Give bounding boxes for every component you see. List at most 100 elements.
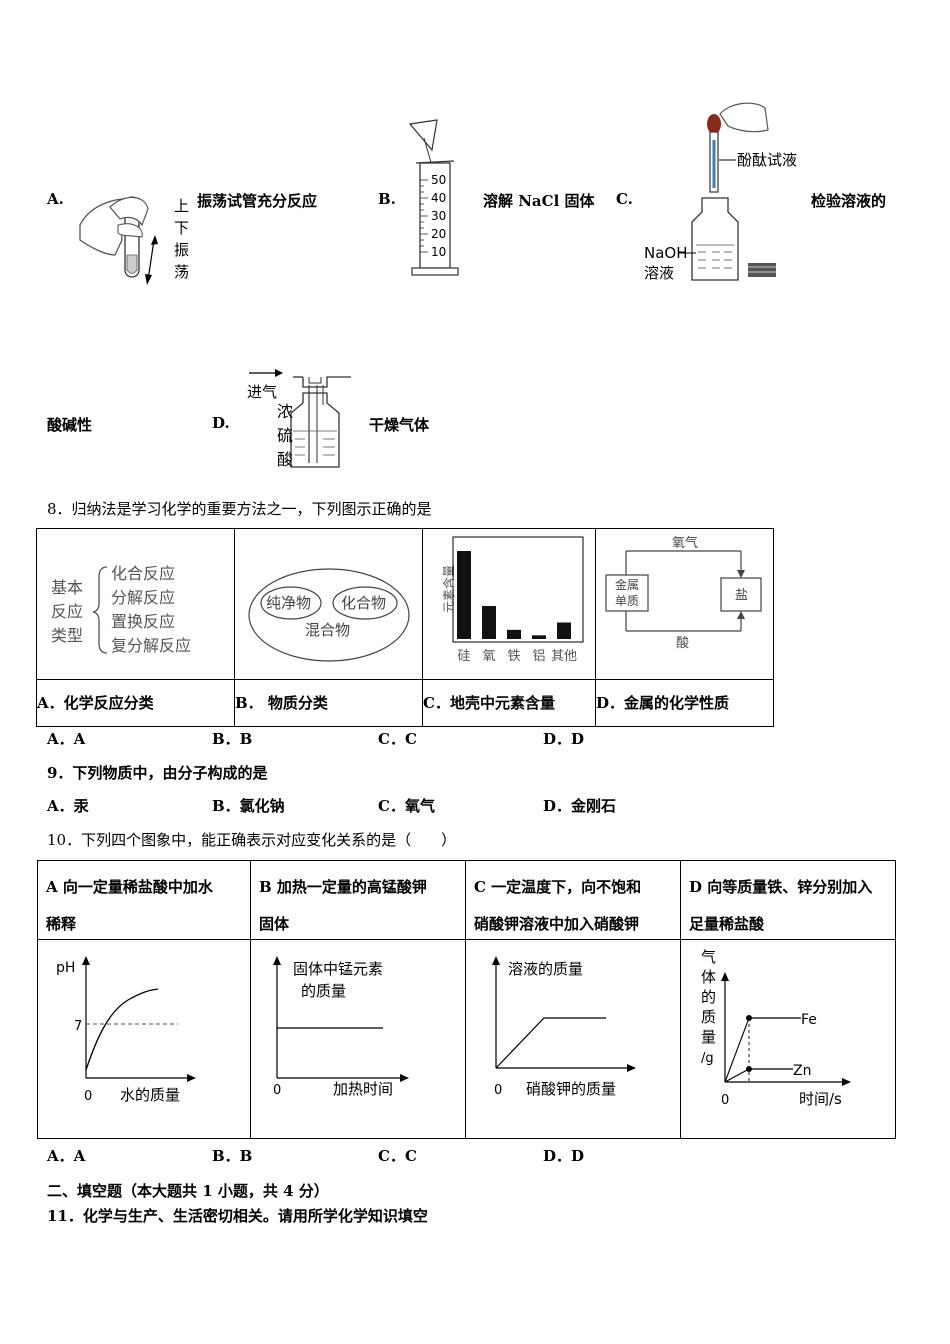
- shake-text-3: 振: [174, 241, 189, 259]
- q8-cell-b-figure: 纯净物 化合物 混合物: [234, 528, 423, 680]
- graph-c-xlabel: 硝酸钾的质量: [526, 1080, 616, 1098]
- q10-b-head2: 固体: [259, 915, 290, 933]
- graph-d-ylabel-6: /g: [701, 1051, 714, 1066]
- q8-cell-c-figure: 元素含量 硅氧铁铝其他: [422, 528, 596, 680]
- acid-label-1: 浓: [277, 402, 293, 421]
- q10-question: 10．下列四个图象中，能正确表示对应变化关系的是（ ）: [47, 831, 457, 849]
- reaction-decomposition: 分解反应: [111, 588, 175, 607]
- graph-d-ylabel-2: 体: [701, 968, 716, 986]
- graph-a-ylabel: pH: [56, 960, 75, 976]
- salt-label: 盐: [735, 588, 748, 603]
- q10-a-head1: A 向一定量稀盐酸中加水: [46, 878, 213, 896]
- solution-label: 溶液: [644, 264, 674, 282]
- q10-graph-a-cell: pH 7 0 水的质量: [37, 939, 251, 1139]
- graph-c-solution-mass: 溶液的质量 0 硝酸钾的质量: [492, 956, 636, 1098]
- q9-question: 9．下列物质中，由分子构成的是: [47, 764, 268, 782]
- q10-option-a: A．A: [47, 1147, 86, 1165]
- graph-a-ph: pH 7 0 水的质量: [56, 956, 196, 1104]
- q10-c-head2: 硝酸钾溶液中加入硝酸钾: [474, 915, 640, 933]
- metal-label-2: 单质: [615, 594, 639, 608]
- graph-c-ylabel: 溶液的质量: [508, 960, 583, 978]
- graduated-cylinder-figure: 50 40 30 20 10: [408, 119, 459, 276]
- q10-header-a: A 向一定量稀盐酸中加水稀释: [37, 860, 251, 940]
- bar-label-2: 铁: [507, 649, 520, 664]
- brace-left-2: 反应: [51, 602, 83, 621]
- q10-b-head1: B 加热一定量的高锰酸钾: [259, 878, 427, 896]
- mixture-label: 混合物: [305, 621, 350, 639]
- bar-label-0: 硅: [457, 649, 470, 664]
- q8-caption-a: A．化学反应分类: [36, 679, 235, 727]
- q10-header-b: B 加热一定量的高锰酸钾固体: [250, 860, 466, 940]
- graph-a-xlabel: 水的质量: [120, 1086, 180, 1104]
- chart-ylabel: 元素含量: [441, 565, 456, 613]
- brace-left-3: 类型: [51, 626, 83, 645]
- graph-d-zn-label: Zn: [793, 1063, 811, 1079]
- graph-c-origin: 0: [494, 1083, 502, 1098]
- crust-element-chart: 元素含量 硅氧铁铝其他: [441, 536, 584, 664]
- indicator-test-figure: 酚酞试液 NaOH 溶液: [644, 102, 797, 282]
- tick-40: 40: [431, 191, 446, 205]
- q9-option-b: B．氯化钠: [212, 797, 285, 815]
- tick-10: 10: [431, 245, 446, 259]
- q7-c-label-cont: 酸碱性: [47, 416, 93, 434]
- shake-text-1: 上: [174, 197, 189, 215]
- q8-cell-a-figure: 基本 反应 类型 化合反应 分解反应 置换反应 复分解反应: [36, 528, 235, 680]
- bar-3: [532, 635, 546, 639]
- oxygen-label: 氧气: [672, 535, 698, 551]
- q9-option-d: D．金刚石: [543, 797, 617, 815]
- bar-label-4: 其他: [551, 649, 577, 664]
- acid-label-3: 酸: [277, 450, 293, 469]
- q7-a-label: 振荡试管充分反应: [197, 192, 318, 210]
- q8-option-a: A．A: [47, 730, 86, 748]
- bar-label-1: 氧: [482, 649, 495, 664]
- q7-b-letter: B.: [378, 190, 396, 208]
- q10-header-c: C 一定温度下，向不饱和硝酸钾溶液中加入硝酸钾: [465, 860, 681, 940]
- q10-a-head2: 稀释: [46, 915, 77, 933]
- phenolphthalein-label: 酚酞试液: [737, 151, 797, 169]
- graph-b-ylabel-1: 固体中锰元素: [293, 960, 383, 978]
- graph-d-ylabel-4: 质: [701, 1008, 716, 1026]
- graph-b-xlabel: 加热时间: [333, 1080, 393, 1098]
- acid-label-2: 硫: [277, 426, 293, 445]
- graph-b-origin: 0: [273, 1083, 281, 1098]
- q10-header-d: D 向等质量铁、锌分别加入足量稀盐酸: [680, 860, 896, 940]
- q10-option-c: C．C: [378, 1147, 417, 1165]
- q10-c-head1: C 一定温度下，向不饱和: [474, 878, 642, 896]
- graph-a-origin: 0: [84, 1089, 92, 1104]
- graph-d-xlabel: 时间/s: [799, 1090, 842, 1108]
- reaction-double-displacement: 复分解反应: [111, 636, 191, 655]
- q10-graph-table: A 向一定量稀盐酸中加水稀释 B 加热一定量的高锰酸钾固体 C 一定温度下，向不…: [37, 860, 896, 1139]
- graph-d-ylabel-3: 的: [701, 988, 716, 1006]
- gas-drying-bottle-figure: 进气 浓 硫 酸: [247, 369, 351, 469]
- section-2-heading: 二、填空题（本大题共 1 小题，共 4 分）: [47, 1182, 329, 1200]
- q7-d-letter: D.: [212, 414, 230, 432]
- q8-cell-d-figure: 氧气 金属 单质 盐 酸: [595, 528, 774, 680]
- graph-b-manganese: 固体中锰元素 的质量 0 加热时间: [273, 956, 409, 1098]
- shake-text-2: 下: [174, 219, 189, 237]
- tick-30: 30: [431, 209, 446, 223]
- q8-caption-d: D．金属的化学性质: [595, 679, 774, 727]
- q11-question: 11．化学与生产、生活密切相关。请用所学化学知识填空: [47, 1207, 428, 1225]
- q8-question: 8．归纳法是学习化学的重要方法之一，下列图示正确的是: [47, 500, 432, 518]
- naoh-label: NaOH: [644, 244, 688, 262]
- bar-0: [457, 551, 471, 639]
- q8-caption-c: C．地壳中元素含量: [422, 679, 596, 727]
- graph-d-ylabel-5: 量: [701, 1028, 716, 1046]
- q7-a-letter: A.: [47, 190, 64, 208]
- acid-label: 酸: [676, 636, 689, 651]
- q10-d-head2: 足量稀盐酸: [689, 915, 765, 933]
- q10-option-d: D．D: [543, 1147, 585, 1165]
- graph-d-fe-label: Fe: [801, 1012, 817, 1028]
- q7-c-label: 检验溶液的: [811, 192, 887, 210]
- bar-1: [482, 606, 496, 639]
- reaction-combination: 化合反应: [111, 564, 175, 583]
- metal-properties-diagram: 氧气 金属 单质 盐 酸: [605, 535, 762, 651]
- q10-graph-d-cell: 气 体 的 质 量 /g Fe Zn 0 时间/s: [680, 939, 896, 1139]
- q10-graph-c-cell: 溶液的质量 0 硝酸钾的质量: [465, 939, 681, 1139]
- shaking-test-tube-figure: 上 下 振 荡: [79, 196, 189, 285]
- tick-20: 20: [431, 227, 446, 241]
- q10-d-head1: D 向等质量铁、锌分别加入: [689, 878, 873, 896]
- graph-d-ylabel-1: 气: [701, 948, 716, 966]
- compound-label: 化合物: [341, 594, 386, 612]
- q7-b-label: 溶解 NaCl 固体: [483, 192, 595, 210]
